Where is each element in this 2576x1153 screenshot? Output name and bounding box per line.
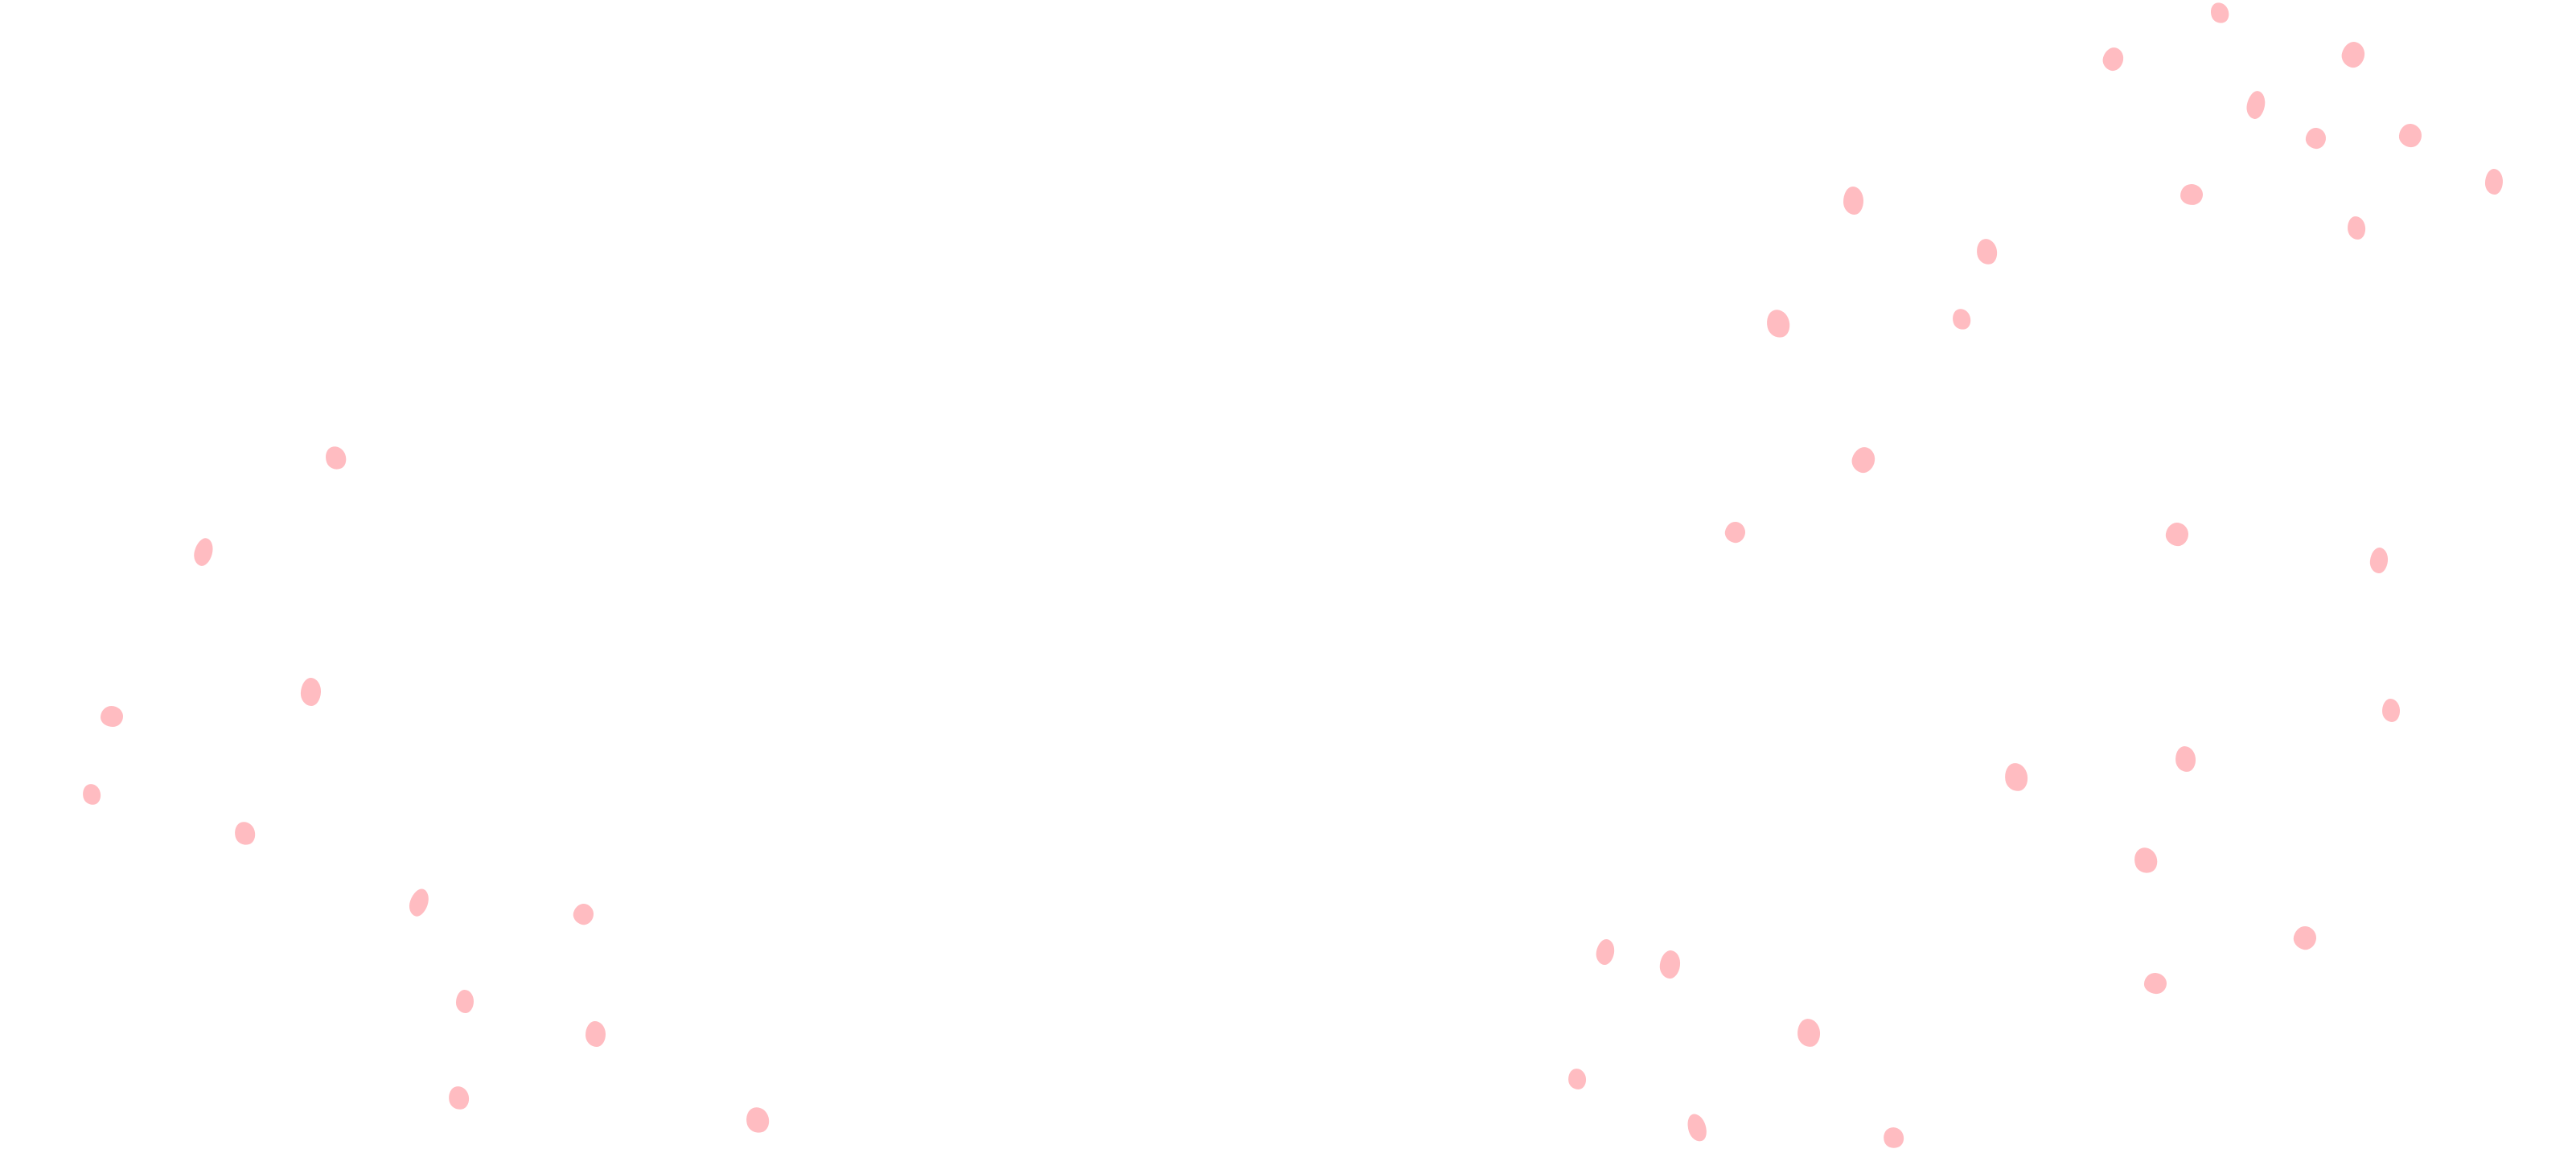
pink-blob-mark [2303,126,2327,150]
pink-blob-mark [1594,938,1617,966]
pink-blob-mark [2099,44,2126,73]
pink-blob-mark [1764,306,1793,340]
pink-blob-mark [405,885,433,919]
pink-blob-mark [2381,697,2401,723]
pink-blob-mark [455,989,475,1013]
pink-blob-mark [101,706,123,727]
pink-blob-mark [2291,923,2319,952]
pink-blob-mark [1796,1017,1822,1048]
pink-blob-mark [1880,1124,1907,1151]
pink-blob-mark [2208,0,2232,26]
pink-blob-mark [570,901,596,927]
pink-blob-mark [1723,519,1747,545]
pink-blob-mark [299,676,322,707]
pink-blob-mark [2173,745,2197,773]
pink-blob-mark [1658,949,1682,979]
pink-blob-mark [2143,972,2167,995]
pink-blob-mark [2130,844,2161,876]
pink-blob-mark [2163,520,2191,548]
pink-blob-mark [584,1020,606,1048]
pink-blob-mark [1843,186,1863,215]
pink-blob-mark [1567,1067,1588,1091]
pink-blob-mark [1684,1111,1710,1143]
pink-blob-mark [232,819,257,847]
pink-blob-mark [191,535,216,568]
pink-blob-mark [1974,237,1999,266]
pink-blob-mark [2339,39,2368,70]
pink-blob-mark [2346,215,2367,240]
pink-blob-mark [2003,761,2030,793]
pink-blob-mark [2397,122,2423,148]
pink-blob-mark [446,1084,471,1111]
pink-blob-mark [1848,444,1879,476]
pink-blob-mark [2369,546,2389,575]
pink-blob-mark [743,1105,772,1135]
pink-blob-mark [2484,168,2504,195]
pink-blob-mark [80,782,103,807]
pink-blob-mark [322,443,349,472]
pink-blob-mark [1949,306,1974,332]
pink-blob-mark [2244,88,2268,121]
pink-blob-mark [2180,183,2204,206]
